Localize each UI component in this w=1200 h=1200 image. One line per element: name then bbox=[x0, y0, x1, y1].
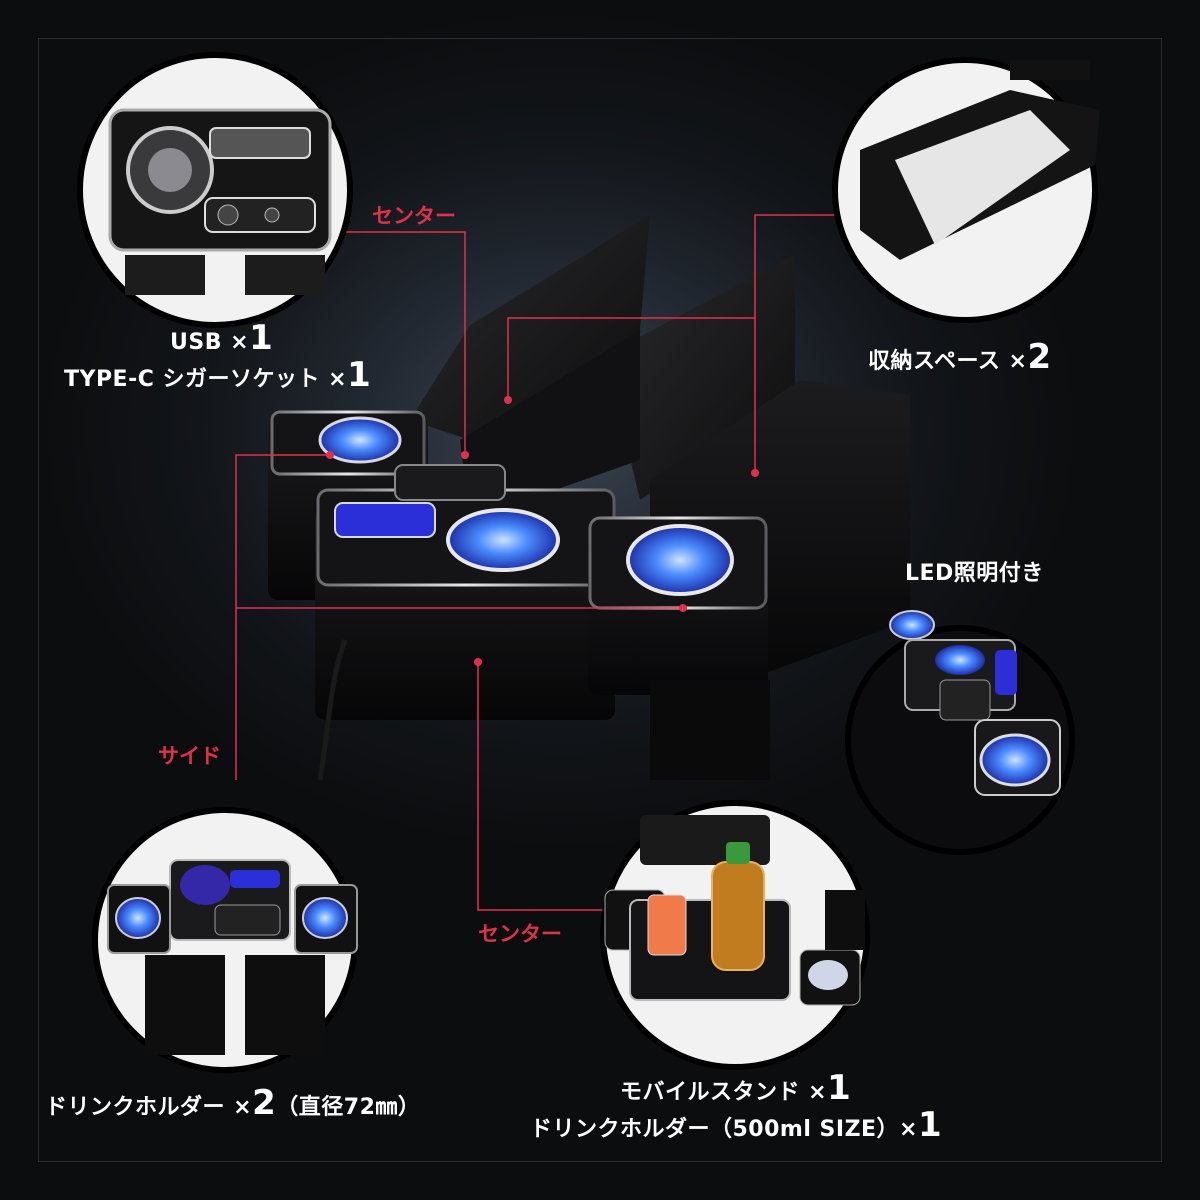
console-main bbox=[268, 215, 910, 781]
label-side: サイド bbox=[158, 744, 221, 768]
power-cable bbox=[317, 639, 348, 781]
label-storage-text: 収納スペース × bbox=[868, 349, 1028, 374]
frame-border bbox=[38, 38, 1162, 1162]
label-drink-side-text: ドリンクホルダー × bbox=[45, 1095, 253, 1120]
label-usb-count: 1 bbox=[249, 318, 274, 358]
leader-side bbox=[235, 454, 330, 780]
cup-led-left bbox=[318, 416, 402, 464]
label-center-bottom: センター bbox=[478, 922, 562, 946]
label-drink-side-count: 2 bbox=[252, 1083, 277, 1123]
label-led: LED照明付き bbox=[905, 561, 1044, 586]
leader-storage-right bbox=[754, 214, 835, 473]
label-typec-text: TYPE-C シガーソケット × bbox=[64, 367, 348, 392]
leader-storage-left bbox=[507, 317, 755, 400]
cup-led-center bbox=[446, 508, 560, 572]
inset-usb bbox=[77, 52, 353, 328]
label-typec: TYPE-C シガーソケット ×1 bbox=[64, 355, 371, 395]
leader-lines bbox=[235, 214, 835, 911]
led-slot-icon bbox=[209, 127, 311, 159]
label-drink-side-note: （直径72㎜） bbox=[276, 1095, 421, 1120]
console-base bbox=[650, 680, 770, 780]
lid-right bbox=[605, 255, 795, 500]
label-mobile-text: モバイルスタンド × bbox=[620, 1080, 828, 1105]
bottle-cap-icon bbox=[726, 842, 750, 864]
label-usb-text: USB × bbox=[170, 330, 250, 355]
inset-led bbox=[845, 610, 1075, 855]
inset-storage bbox=[832, 57, 1100, 323]
cup-led-right bbox=[626, 524, 734, 596]
label-storage: 収納スペース ×2 bbox=[868, 337, 1052, 377]
phone-icon bbox=[647, 894, 687, 956]
inset-side-drink bbox=[92, 807, 358, 1073]
bottle-icon bbox=[711, 861, 765, 971]
leader-center-bottom bbox=[477, 662, 615, 911]
label-drink-center-count: 1 bbox=[918, 1105, 943, 1145]
label-storage-count: 2 bbox=[1027, 337, 1052, 377]
center-led-slot bbox=[334, 502, 436, 538]
usb-panel bbox=[394, 464, 506, 501]
label-drink-side: ドリンクホルダー ×2（直径72㎜） bbox=[45, 1083, 420, 1123]
label-center-top: センター bbox=[372, 204, 456, 228]
label-mobile: モバイルスタンド ×1 bbox=[620, 1068, 851, 1108]
label-drink-center-text: ドリンクホルダー（500ml SIZE）× bbox=[530, 1117, 918, 1142]
label-drink-center: ドリンクホルダー（500ml SIZE）×1 bbox=[530, 1105, 942, 1145]
label-usb: USB ×1 bbox=[170, 318, 273, 358]
label-mobile-count: 1 bbox=[827, 1068, 852, 1108]
tissue-icon bbox=[895, 110, 1070, 245]
label-typec-count: 1 bbox=[347, 355, 372, 395]
leader-center-top bbox=[345, 231, 466, 455]
inset-mobile bbox=[600, 800, 870, 1070]
lid-left bbox=[410, 215, 650, 440]
